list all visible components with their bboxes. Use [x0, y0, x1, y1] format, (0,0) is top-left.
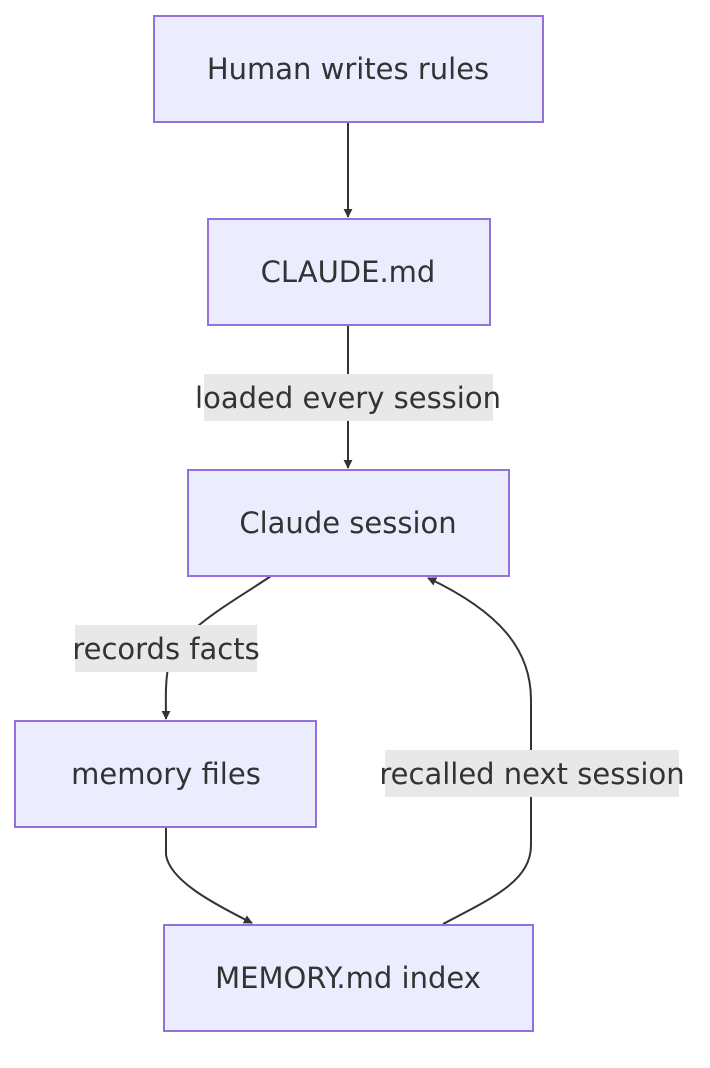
edge-memory-files-to-index — [165, 827, 253, 924]
node-claude-md-label: CLAUDE.md — [261, 255, 436, 289]
node-claude-session: Claude session — [187, 469, 510, 577]
edge-index-to-session — [427, 577, 532, 925]
node-memory-files: memory files — [14, 720, 317, 828]
edge-label-recalled-text: recalled next session — [379, 757, 684, 791]
node-memory-files-label: memory files — [71, 757, 261, 791]
edge-label-loaded-text: loaded every session — [195, 381, 501, 415]
edge-label-recalled: recalled next session — [379, 750, 685, 797]
node-memory-index-label: MEMORY.md index — [215, 961, 481, 995]
edge-label-records: records facts — [72, 625, 260, 672]
edge-label-loaded: loaded every session — [195, 374, 501, 421]
node-human-writes-rules: Human writes rules — [153, 15, 544, 123]
node-claude-session-label: Claude session — [239, 506, 456, 540]
node-memory-index: MEMORY.md index — [163, 924, 534, 1032]
edge-label-records-text: records facts — [72, 632, 259, 666]
node-claude-md: CLAUDE.md — [207, 218, 491, 326]
node-human-writes-rules-label: Human writes rules — [207, 52, 489, 86]
